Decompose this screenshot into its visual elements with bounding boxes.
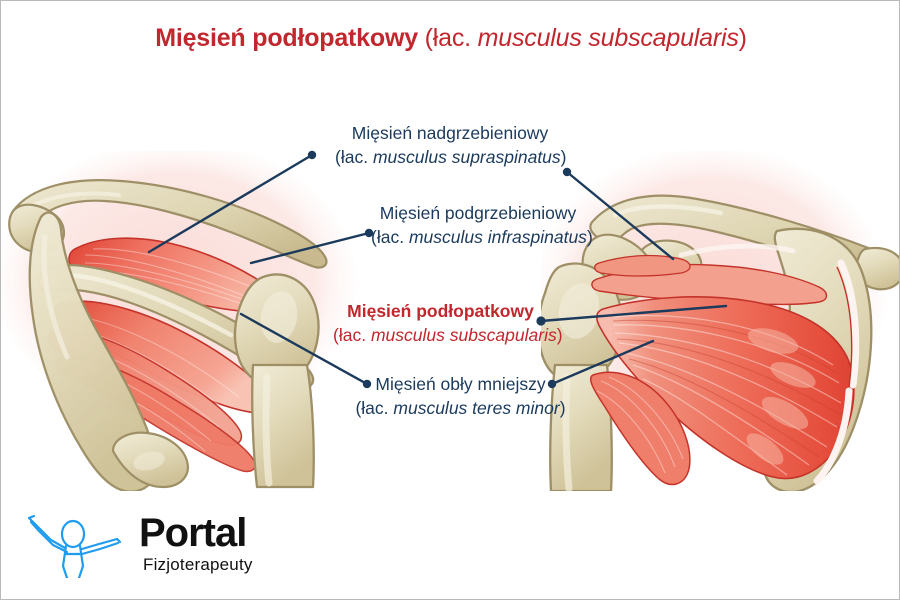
page-title: Mięsień podłopatkowy (łac. musculus subs…: [1, 23, 899, 53]
label-teres-minor: Mięsień obły mniejszy (łac. musculus ter…: [353, 372, 568, 420]
clavicle-highlight: [29, 191, 121, 209]
page-title-polish: Mięsień podłopatkowy: [155, 24, 418, 52]
muscle-teres-minor: [589, 371, 691, 486]
label-infraspinatus-polish: Mięsień podgrzebieniowy: [379, 203, 577, 223]
label-supraspinatus-polish: Mięsień nadgrzebieniowy: [351, 123, 549, 143]
logo-figure-icon: [27, 514, 122, 580]
humerus-shaft: [251, 363, 315, 489]
scapular-spine-highlight: [60, 272, 234, 338]
figure-anterior-scapula: [541, 151, 899, 491]
label-teres-minor-polish: Mięsień obły mniejszy: [375, 374, 546, 394]
scapula-border-tendons: [813, 259, 860, 485]
label-infraspinatus: Mięsień podgrzebieniowy (łac. musculus i…: [371, 201, 593, 249]
label-subscapularis-latin: (łac. musculus subscapularis): [333, 325, 563, 345]
label-subscapularis-polish: Mięsień podłopatkowy: [347, 301, 534, 321]
page-title-latin: (łac. musculus subscapularis): [417, 24, 747, 52]
logo-wordmark: Portal: [139, 511, 247, 555]
humerus-shaft-highlight: [262, 373, 273, 487]
humerus-shaft-highlight: [562, 373, 573, 491]
figure-posterior-scapula: [1, 151, 356, 491]
joint-capsule-highlight: [678, 243, 796, 258]
inferior-angle-highlight: [133, 451, 165, 471]
label-infraspinatus-latin: (łac. musculus infraspinatus): [371, 227, 593, 247]
subscapularis-belly-highlights: [746, 328, 816, 465]
label-supraspinatus: Mięsień nadgrzebieniowy (łac. musculus s…: [335, 121, 567, 169]
logo-subtitle: Fizjoterapeuty: [143, 555, 253, 574]
scapula-border-highlight: [41, 234, 70, 360]
label-teres-minor-latin: (łac. musculus teres minor): [355, 398, 566, 418]
label-subscapularis: Mięsień podłopatkowy (łac. musculus subs…: [333, 299, 563, 347]
label-supraspinatus-latin: (łac. musculus supraspinatus): [335, 147, 567, 167]
clavicle-distal-tip: [855, 246, 899, 291]
logo[interactable]: Portal Fizjoterapeuty: [21, 506, 271, 581]
